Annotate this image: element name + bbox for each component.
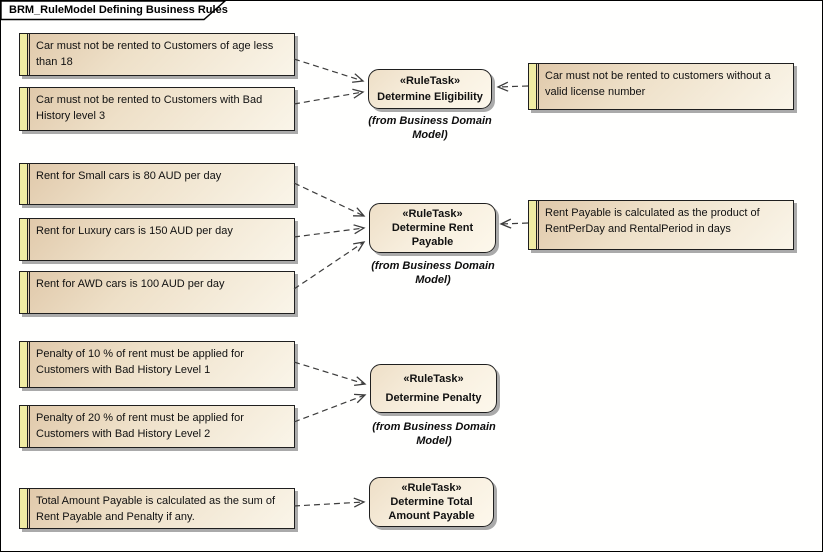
- note-stripe: [529, 64, 539, 109]
- ruletask-from-label: (from Business Domain Model): [372, 421, 496, 447]
- note-text: Rent for AWD cars is 100 AUD per day: [36, 278, 225, 290]
- ruletask-determine-penalty[interactable]: «RuleTask» Determine Penalty: [370, 364, 497, 413]
- note-penalty-20[interactable]: Penalty of 20 % of rent must be applied …: [19, 405, 295, 448]
- note-text: Penalty of 10 % of rent must be applied …: [36, 348, 244, 376]
- note-text: Rent for Small cars is 80 AUD per day: [36, 170, 222, 182]
- note-age-limit[interactable]: Car must not be rented to Customers of a…: [19, 33, 295, 76]
- diagram-frame-title: BRM_RuleModel Defining Business Rules: [9, 4, 228, 16]
- note-small-car-rent[interactable]: Rent for Small cars is 80 AUD per day: [19, 163, 295, 205]
- dependency-connector: [293, 92, 363, 105]
- note-bad-history-3[interactable]: Car must not be rented to Customers with…: [19, 87, 295, 131]
- note-text: Rent Payable is calculated as the produc…: [545, 207, 760, 235]
- note-stripe: [20, 88, 30, 130]
- ruletask-determine-total-amount-payable[interactable]: «RuleTask» Determine Total Amount Payabl…: [369, 477, 494, 527]
- ruletask-name: Determine Total Amount Payable: [388, 496, 475, 523]
- ruletask-stereotype: «RuleTask»: [402, 207, 463, 220]
- note-text: Car must not be rented to customers with…: [545, 70, 771, 98]
- ruletask-name: Determine Rent Payable: [391, 222, 474, 249]
- note-text: Penalty of 20 % of rent must be applied …: [36, 412, 244, 440]
- note-stripe: [20, 489, 30, 528]
- ruletask-stereotype: «RuleTask»: [401, 481, 462, 494]
- note-stripe: [20, 164, 30, 204]
- note-stripe: [20, 34, 30, 75]
- dependency-connector: [293, 361, 365, 384]
- dependency-connector: [293, 242, 364, 290]
- ruletask-stereotype: «RuleTask»: [403, 373, 464, 385]
- note-rent-payable-calc[interactable]: Rent Payable is calculated as the produc…: [528, 200, 794, 250]
- note-text: Car must not be rented to Customers of a…: [36, 40, 274, 68]
- note-total-amount[interactable]: Total Amount Payable is calculated as th…: [19, 488, 295, 529]
- dependency-connector: [293, 58, 363, 81]
- note-stripe: [20, 219, 30, 260]
- ruletask-from-label: (from Business Domain Model): [368, 115, 492, 141]
- dependency-connector: [498, 86, 529, 87]
- dependency-connector: [293, 228, 364, 238]
- note-penalty-10[interactable]: Penalty of 10 % of rent must be applied …: [19, 341, 295, 388]
- ruletask-name: Determine Eligibility: [377, 91, 483, 103]
- note-stripe: [529, 201, 539, 249]
- ruletask-determine-rent-payable[interactable]: «RuleTask» Determine Rent Payable: [369, 203, 496, 253]
- dependency-connector: [293, 502, 364, 506]
- note-text: Car must not be rented to Customers with…: [36, 94, 263, 122]
- ruletask-name: Determine Penalty: [385, 392, 482, 404]
- dependency-connector: [501, 223, 529, 224]
- ruletask-from-label: (from Business Domain Model): [371, 260, 495, 286]
- note-stripe: [20, 406, 30, 447]
- note-text: Total Amount Payable is calculated as th…: [36, 495, 276, 523]
- note-luxury-car-rent[interactable]: Rent for Luxury cars is 150 AUD per day: [19, 218, 295, 261]
- dependency-connector: [293, 182, 364, 216]
- dependency-connector: [293, 395, 365, 423]
- note-license-number[interactable]: Car must not be rented to customers with…: [528, 63, 794, 110]
- note-awd-car-rent[interactable]: Rent for AWD cars is 100 AUD per day: [19, 271, 295, 314]
- note-text: Rent for Luxury cars is 150 AUD per day: [36, 225, 233, 237]
- note-stripe: [20, 272, 30, 313]
- ruletask-determine-eligibility[interactable]: «RuleTask» Determine Eligibility: [368, 69, 492, 109]
- ruletask-stereotype: «RuleTask»: [399, 75, 461, 87]
- note-stripe: [20, 342, 30, 387]
